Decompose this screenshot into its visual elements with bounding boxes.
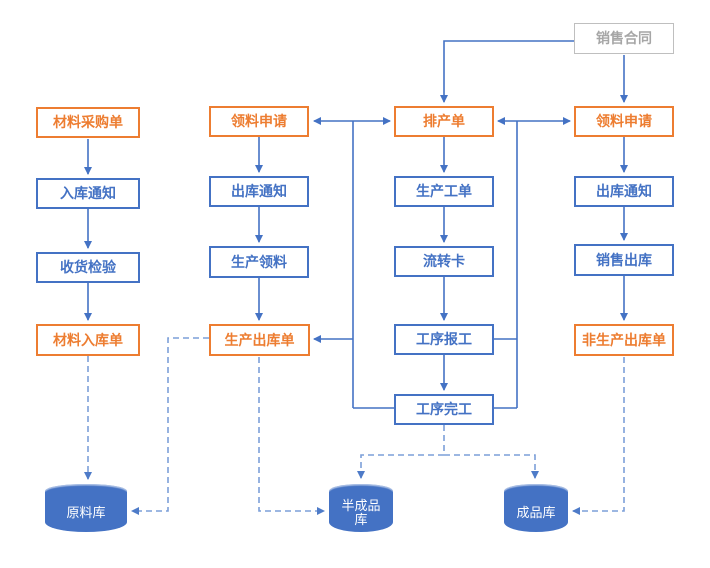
node-sales-contract: 销售合同	[574, 23, 674, 54]
cylinder-top-ellipse	[504, 484, 568, 498]
node-picking-request-left: 领料申请	[209, 106, 309, 137]
node-production-outbound-order: 生产出库单	[209, 324, 310, 356]
node-outbound-notice-right: 出库通知	[574, 176, 674, 207]
store-semi-finished: 半成品库	[329, 484, 393, 532]
node-material-purchase-order: 材料采购单	[36, 107, 140, 138]
node-outbound-notice-left: 出库通知	[209, 176, 309, 207]
node-inbound-notice: 入库通知	[36, 178, 140, 209]
node-process-completion: 工序完工	[394, 394, 494, 425]
node-non-production-outbound-order: 非生产出库单	[574, 324, 674, 356]
node-routing-card: 流转卡	[394, 246, 494, 277]
store-finished-goods-label: 成品库	[516, 505, 556, 520]
store-semi-finished-label: 半成品库	[341, 498, 381, 527]
node-process-reporting: 工序报工	[394, 324, 494, 355]
store-raw-material-label: 原料库	[66, 505, 106, 520]
node-material-inbound-order: 材料入库单	[36, 324, 140, 356]
store-finished-goods: 成品库	[504, 484, 568, 532]
node-sales-outbound: 销售出库	[574, 244, 674, 276]
node-production-work-order: 生产工单	[394, 176, 494, 207]
node-scheduling-order: 排产单	[394, 106, 494, 137]
node-picking-request-right: 领料申请	[574, 106, 674, 137]
node-receiving-inspection: 收货检验	[36, 252, 140, 283]
node-production-picking: 生产领料	[209, 246, 309, 278]
store-raw-material: 原料库	[45, 484, 127, 532]
cylinder-top-ellipse	[329, 484, 393, 498]
cylinder-top-ellipse	[45, 484, 127, 498]
